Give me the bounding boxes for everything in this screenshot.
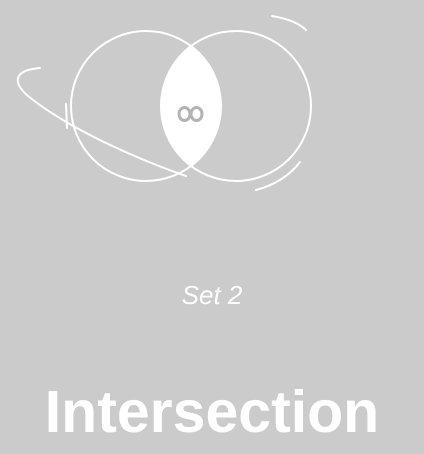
set-subtitle: Set 2 [0, 278, 424, 312]
orbit-swoosh-icon [18, 68, 186, 176]
left-inner-arc [66, 104, 67, 128]
top-right-accent-arc [272, 16, 306, 30]
venn-diagram-intersection-icon [0, 0, 424, 200]
page-title: Intersection [0, 378, 424, 446]
